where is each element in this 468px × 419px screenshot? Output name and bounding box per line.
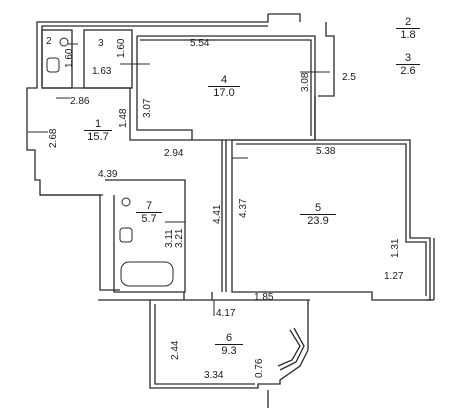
room-label-6: 6 9.3 bbox=[215, 332, 243, 357]
room-area: 15.7 bbox=[84, 130, 112, 143]
room-area: 1.8 bbox=[396, 28, 420, 41]
wall-corridor bbox=[105, 179, 186, 293]
wall-balcony-top bbox=[318, 22, 335, 97]
dim-room3-height: 1.60 bbox=[116, 38, 127, 58]
dim-room1-top: 2.86 bbox=[70, 96, 90, 107]
wall-room-1 bbox=[42, 87, 192, 141]
room-label-3: 3 2.6 bbox=[396, 52, 420, 77]
dim-room1-left: 2.68 bbox=[48, 128, 59, 148]
dim-room5-height: 4.37 bbox=[238, 198, 249, 218]
dim-room5-bay-b: 1.27 bbox=[384, 271, 404, 282]
toilet-room-2 bbox=[46, 57, 60, 73]
dim-corridor-height: 4.41 bbox=[212, 204, 223, 224]
room-number: 3 bbox=[404, 52, 412, 64]
dim-room6-bay: 0.76 bbox=[254, 358, 265, 378]
room-area: 5.7 bbox=[136, 212, 162, 225]
room-number: 6 bbox=[225, 332, 233, 344]
dim-room1-right: 1.48 bbox=[118, 108, 129, 128]
room-label-4: 4 17.0 bbox=[208, 74, 240, 99]
room-number-small-2: 2 bbox=[46, 36, 52, 47]
dim-room5-width: 5.38 bbox=[316, 146, 336, 157]
dim-room6-top: 4.17 bbox=[216, 308, 236, 319]
dim-hall: 2.94 bbox=[164, 148, 184, 159]
dim-room6-bottom: 3.34 bbox=[204, 370, 224, 381]
dim-room4-right: 3.08 bbox=[300, 72, 311, 92]
dim-room7-b: 3.21 bbox=[174, 228, 185, 248]
room-area: 9.3 bbox=[215, 344, 243, 357]
room-label-5: 5 23.9 bbox=[300, 202, 336, 227]
dim-room5-bay-a: 1.31 bbox=[390, 238, 401, 258]
dim-room4-left: 3.07 bbox=[142, 98, 153, 118]
room-number: 2 bbox=[404, 16, 412, 28]
bay-window bbox=[277, 329, 301, 367]
dim-balcony: 2.5 bbox=[342, 72, 356, 83]
room-area: 23.9 bbox=[300, 214, 336, 227]
room-number: 1 bbox=[94, 118, 102, 130]
bay-window-2 bbox=[279, 327, 305, 371]
wall-room-4-inner bbox=[140, 39, 312, 136]
room-number-small-3: 3 bbox=[98, 38, 104, 49]
room-number: 5 bbox=[314, 202, 322, 214]
room-label-2: 2 1.8 bbox=[396, 16, 420, 41]
room-area: 17.0 bbox=[208, 86, 240, 99]
dim-room6-left: 2.44 bbox=[170, 340, 181, 360]
dim-corridor: 4.39 bbox=[98, 169, 118, 180]
wall-room-6-inner bbox=[154, 304, 255, 385]
sink-room-2 bbox=[59, 37, 69, 47]
toilet-room-7 bbox=[119, 227, 133, 243]
dim-room3-width: 1.63 bbox=[92, 66, 112, 77]
dim-room2-height: 1.60 bbox=[64, 48, 75, 68]
bathtub bbox=[120, 261, 174, 287]
room-number: 7 bbox=[145, 200, 153, 212]
dim-room5-bottom: 1.85 bbox=[254, 292, 274, 303]
wall-top-notch bbox=[268, 13, 301, 22]
wall-room-6 bbox=[149, 300, 309, 389]
room-number: 4 bbox=[220, 74, 228, 86]
room-area: 2.6 bbox=[396, 64, 420, 77]
sink-room-7 bbox=[121, 197, 131, 207]
wall-room-5-inner bbox=[236, 143, 427, 296]
room-label-7: 7 5.7 bbox=[136, 200, 162, 225]
room-label-1: 1 15.7 bbox=[84, 118, 112, 143]
dim-room4-width: 5.54 bbox=[190, 38, 210, 49]
